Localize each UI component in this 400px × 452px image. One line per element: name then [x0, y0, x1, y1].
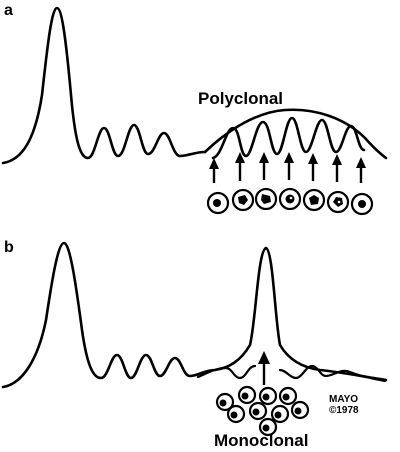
credit-line-2: ©1978 — [329, 405, 359, 416]
polyclonal-peaks — [211, 116, 366, 160]
polyclonal-arrows — [209, 152, 366, 183]
panel-b: b Monoclonal MAYO ©1978 — [1, 239, 388, 450]
plasma-cell-icon — [206, 191, 230, 215]
plasma-cell-icon — [350, 192, 374, 216]
up-arrow-icon — [235, 152, 245, 181]
up-arrow-icon — [308, 153, 318, 181]
panel-a-protein-curve — [1, 6, 207, 165]
plasma-cell-icon — [270, 404, 290, 424]
plasma-cell-icon — [237, 385, 257, 405]
up-arrow-icon — [258, 351, 270, 385]
polyclonal-label: Polyclonal — [198, 89, 283, 108]
monoclonal-background — [196, 364, 387, 383]
panel-a-letter: a — [4, 2, 13, 19]
plasma-cell-icon — [258, 386, 278, 406]
up-arrow-icon — [356, 157, 366, 183]
panel-a: a Polyclonal — [1, 2, 388, 216]
mayo-credit: MAYO ©1978 — [329, 394, 359, 416]
plasma-cell-icon — [326, 190, 350, 214]
plasma-cell-icon — [226, 404, 246, 424]
plasma-cell-icon — [231, 188, 255, 212]
plasma-cell-icon — [258, 417, 278, 437]
plasma-cell-icon — [278, 187, 302, 211]
plasma-cell-icon — [302, 188, 326, 212]
up-arrow-icon — [284, 152, 294, 180]
panel-b-protein-curve — [1, 241, 388, 389]
plasma-cell-icon — [254, 187, 278, 211]
plasma-cell-icon — [278, 386, 298, 406]
panel-b-letter: b — [4, 239, 14, 256]
up-arrow-icon — [259, 152, 269, 180]
polyclonal-cells — [206, 187, 374, 216]
up-arrow-icon — [332, 154, 342, 182]
monoclonal-label: Monoclonal — [214, 431, 308, 450]
credit-line-1: MAYO — [329, 394, 358, 405]
polyclonal-envelope — [203, 108, 388, 160]
plasma-cell-icon — [248, 401, 268, 421]
plasma-cell-icon — [290, 400, 310, 420]
monoclonal-cells — [215, 385, 310, 437]
up-arrow-icon — [209, 158, 219, 183]
plasma-cell-icon — [215, 392, 235, 412]
